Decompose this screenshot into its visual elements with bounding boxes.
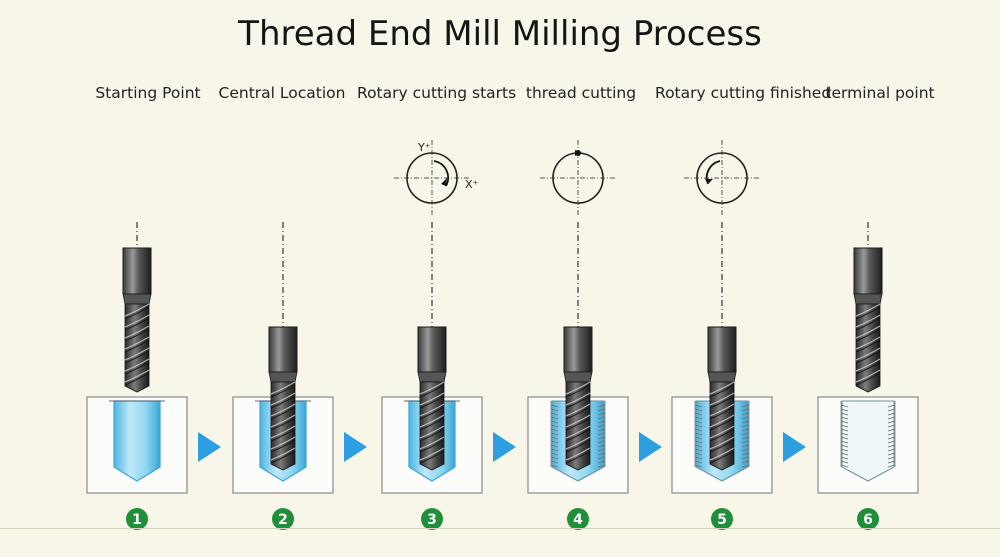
process-step-2 xyxy=(232,222,334,494)
step-number-text: 2 xyxy=(278,512,288,528)
rotation-indicator-3: Y⁺ X⁺ xyxy=(394,140,479,216)
thread-mill-tool-6 xyxy=(853,222,883,393)
step-label-6: terminal point xyxy=(825,84,935,102)
tool-shank xyxy=(563,326,593,373)
rotation-indicator-5 xyxy=(684,140,760,216)
tool-shank xyxy=(268,326,298,373)
step-number-3: 3 xyxy=(421,508,443,530)
rotation-arrowhead-icon xyxy=(705,179,713,184)
step-number-badge xyxy=(126,508,148,530)
tool-shank xyxy=(707,326,737,373)
axis-label-x: X⁺ xyxy=(465,178,479,191)
thread-mill-tool-4 xyxy=(563,222,593,471)
tool-flutes xyxy=(419,381,445,471)
thread-mill-tool-1 xyxy=(122,222,152,393)
step-number-2: 2 xyxy=(272,508,294,530)
tool-neck xyxy=(853,293,883,305)
thread-mill-tool-3 xyxy=(417,222,447,471)
bore-hole-1 xyxy=(109,400,165,482)
bore-hole-6 xyxy=(840,400,896,482)
step-number-5: 5 xyxy=(711,508,733,530)
step-arrow-icon-2 xyxy=(344,432,367,462)
tool-flutes xyxy=(565,381,591,471)
step-label-1: Starting Point xyxy=(95,84,201,102)
process-step-4 xyxy=(527,140,629,494)
tool-neck xyxy=(122,293,152,305)
step-number-text: 6 xyxy=(863,512,873,528)
step-number-text: 4 xyxy=(573,512,583,528)
step-label-4: thread cutting xyxy=(525,84,637,102)
page-title: Thread End Mill Milling Process xyxy=(238,14,762,54)
step-number-badge xyxy=(711,508,733,530)
tool-neck xyxy=(417,371,447,383)
step-label-3: Rotary cutting starts xyxy=(357,84,517,102)
tool-path-circle xyxy=(696,152,748,204)
rotation-indicator-4 xyxy=(540,140,616,216)
step-number-badge xyxy=(567,508,589,530)
process-step-1 xyxy=(86,222,188,494)
step-number-badge xyxy=(272,508,294,530)
step-arrow-icon-5 xyxy=(783,432,806,462)
thread-mill-tool-5 xyxy=(707,222,737,471)
step-number-1: 1 xyxy=(126,508,148,530)
step-number-4: 4 xyxy=(567,508,589,530)
step-arrow-icon-1 xyxy=(198,432,221,462)
tool-shank xyxy=(417,326,447,373)
process-step-3: Y⁺ X⁺ xyxy=(381,140,483,494)
step-number-text: 5 xyxy=(717,512,727,528)
step-arrow-icon-4 xyxy=(639,432,662,462)
tool-flutes xyxy=(124,303,150,393)
step-number-badge xyxy=(857,508,879,530)
process-step-6 xyxy=(817,222,919,494)
tool-shank xyxy=(122,247,152,295)
step-number-badge xyxy=(421,508,443,530)
thread-mill-tool-2 xyxy=(268,222,298,471)
step-number-6: 6 xyxy=(857,508,879,530)
axis-label-y: Y⁺ xyxy=(417,141,431,154)
rotation-arrowhead-icon xyxy=(441,178,447,186)
tool-flutes xyxy=(270,381,296,471)
step-label-5: Rotary cutting finished xyxy=(655,84,832,102)
tool-neck xyxy=(707,371,737,383)
rotation-arc xyxy=(433,160,449,187)
baseline-divider xyxy=(0,528,1000,529)
tool-neck xyxy=(268,371,298,383)
tool-flutes xyxy=(855,303,881,393)
step-number-text: 1 xyxy=(132,512,142,528)
step-label-2: Central Location xyxy=(218,84,346,102)
step-arrow-icon-3 xyxy=(493,432,516,462)
tool-shank xyxy=(853,247,883,295)
process-step-5 xyxy=(671,140,773,494)
tool-neck xyxy=(563,371,593,383)
tool-path-circle xyxy=(406,152,458,204)
rotation-arrowhead-icon xyxy=(575,150,582,156)
step-number-text: 3 xyxy=(427,512,437,528)
tool-flutes xyxy=(709,381,735,471)
